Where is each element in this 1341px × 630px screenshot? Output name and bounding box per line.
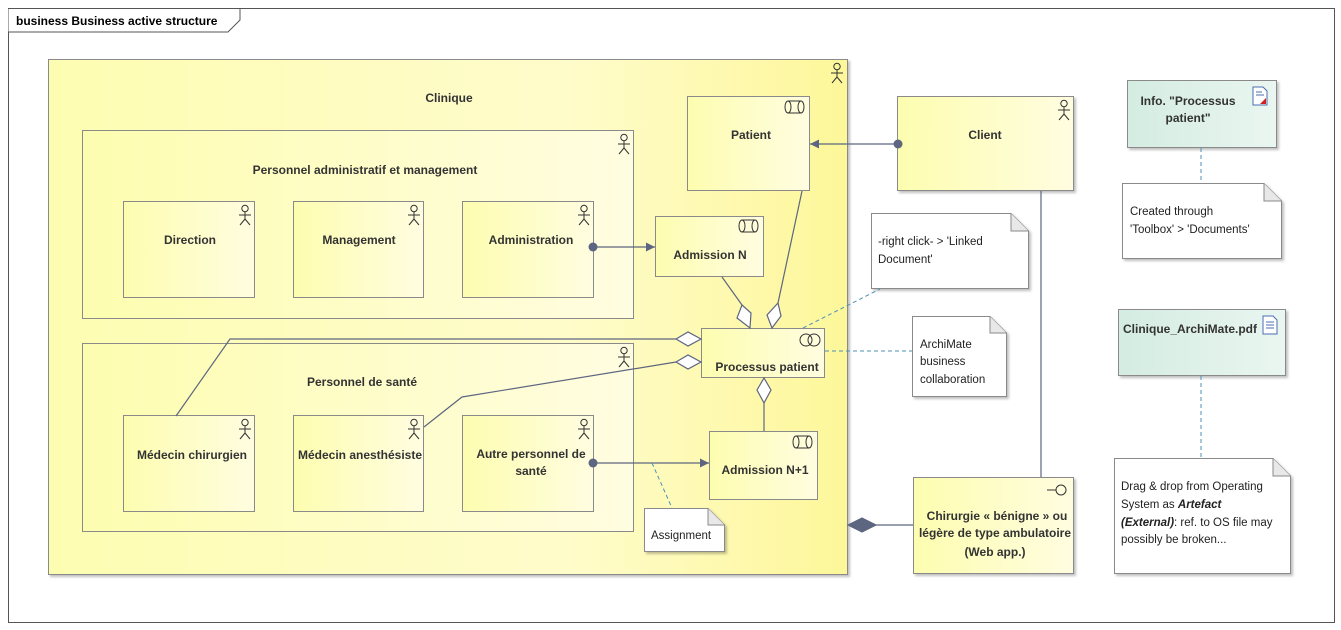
management-label: Management (322, 233, 395, 247)
role-icon (792, 435, 813, 449)
collaboration-icon (799, 333, 821, 347)
note-collaboration[interactable]: ArchiMate business collaboration (912, 316, 1007, 397)
role-icon (784, 100, 805, 114)
actor-icon (1058, 99, 1070, 121)
processus-patient-box[interactable]: Processus patient (701, 328, 825, 378)
note-toolbox[interactable]: Created through 'Toolbox' > 'Documents' (1122, 183, 1282, 259)
admission-n1-label: Admission N+1 (721, 463, 808, 477)
linked-document-icon (1252, 86, 1268, 106)
note-drag-drop-line3: (External): ref. to OS file may (1121, 517, 1273, 529)
note-linked-document[interactable]: -right click- > 'Linked Document' (871, 213, 1029, 289)
autre-personnel-label-line2: santé (515, 464, 547, 478)
connectors (175, 139, 1042, 526)
note-toolbox-line2: 'Toolbox' > 'Documents' (1130, 224, 1250, 236)
diamond-processus-bottom (756, 376, 772, 405)
admission-n-label: Admission N (673, 248, 746, 262)
chirurgie-label-line2: légère de type ambulatoire (919, 526, 1071, 540)
connector-chirurgien-processus[interactable] (175, 338, 676, 417)
note-linked-document-line1: -right click- > 'Linked (878, 236, 983, 248)
note-link-assignment (651, 462, 673, 509)
actor-icon (578, 204, 590, 226)
info-processus-label-line2: patient" (1165, 111, 1210, 125)
patient-label: Patient (731, 128, 771, 142)
medecin-anesthesiste-label: Médecin anesthésiste (298, 448, 422, 462)
connector-patient-processus[interactable] (777, 190, 803, 304)
aggregation-diamonds (674, 301, 878, 533)
autre-personnel-box[interactable]: Autre personnel de santé (462, 415, 594, 512)
note-collaboration-line3: collaboration (920, 374, 985, 386)
direction-box[interactable]: Direction (123, 201, 255, 298)
note-drag-drop-line3-a: (External) (1121, 517, 1174, 529)
patient-box[interactable]: Patient (687, 96, 810, 191)
clinique-pdf-label: Clinique_ArchiMate.pdf (1123, 322, 1258, 336)
note-assignment-label: Assignment (651, 530, 712, 542)
diamond-anesthesiste (674, 354, 703, 370)
actor-icon (408, 204, 420, 226)
medecin-anesthesiste-box[interactable]: Médecin anesthésiste (293, 415, 424, 512)
direction-label: Direction (164, 233, 216, 247)
actor-icon (578, 418, 590, 440)
actor-icon (408, 418, 420, 440)
admission-n-box[interactable]: Admission N (655, 216, 764, 277)
note-links (651, 148, 1202, 509)
clinique-label: Clinique (425, 91, 473, 105)
frame-title: business Business active structure (16, 14, 218, 28)
role-icon (738, 219, 759, 233)
medecin-chirurgien-label: Médecin chirurgien (137, 448, 247, 462)
client-label: Client (968, 128, 1001, 142)
client-box[interactable]: Client (897, 96, 1074, 191)
note-drag-drop-line1: Drag & drop from Operating (1121, 481, 1263, 493)
administration-box[interactable]: Administration (462, 201, 594, 298)
note-toolbox-line1: Created through (1130, 206, 1213, 218)
diamond-composition (846, 517, 878, 533)
personnel-sante-label: Personnel de santé (307, 375, 417, 389)
note-drag-drop-line3-b: : ref. to OS file may (1174, 517, 1273, 529)
connector-anesthesiste-processus[interactable] (423, 361, 677, 428)
diamond-chirurgien (674, 331, 703, 347)
diamond-patient (766, 301, 782, 330)
note-drag-drop-line2: System as Artefact (1121, 499, 1223, 511)
medecin-chirurgien-box[interactable]: Médecin chirurgien (123, 415, 255, 512)
admission-n1-box[interactable]: Admission N+1 (709, 431, 818, 500)
actor-icon (239, 204, 251, 226)
interface-icon (1047, 484, 1067, 496)
note-drag-drop[interactable]: Drag & drop from Operating System as Art… (1114, 458, 1291, 574)
note-drag-drop-line2-b: Artefact (1177, 499, 1223, 511)
chirurgie-label-line1: Chirurgie « bénigne » ou (927, 509, 1068, 523)
autre-personnel-label-line1: Autre personnel de (476, 447, 586, 461)
note-link-linked-document (802, 288, 881, 329)
note-collaboration-line2: business (920, 356, 966, 368)
info-processus-label-line1: Info. "Processus (1140, 94, 1235, 108)
note-collaboration-line1: ArchiMate (920, 339, 972, 351)
info-processus-box[interactable]: Info. "Processus patient" (1127, 80, 1277, 148)
chirurgie-box[interactable]: Chirurgie « bénigne » ou légère de type … (913, 477, 1074, 574)
chirurgie-label-line3: (Web app.) (964, 545, 1025, 559)
diamond-admission-n (736, 303, 752, 330)
note-linked-document-line2: Document' (878, 254, 933, 266)
actor-icon (831, 62, 843, 84)
administration-label: Administration (489, 233, 574, 247)
management-box[interactable]: Management (293, 201, 424, 298)
actor-icon (618, 133, 630, 155)
note-drag-drop-line4: possibly be broken... (1121, 534, 1226, 546)
actor-icon (618, 346, 630, 368)
document-icon (1262, 315, 1278, 335)
clinique-pdf-box[interactable]: Clinique_ArchiMate.pdf (1118, 309, 1286, 376)
processus-patient-label: Processus patient (715, 360, 818, 374)
personnel-admin-label: Personnel administratif et management (253, 163, 478, 177)
actor-icon (239, 418, 251, 440)
connector-admission-n-processus[interactable] (721, 276, 743, 306)
note-assignment[interactable]: Assignment (644, 508, 725, 552)
note-drag-drop-line2-a: System as (1121, 499, 1178, 511)
